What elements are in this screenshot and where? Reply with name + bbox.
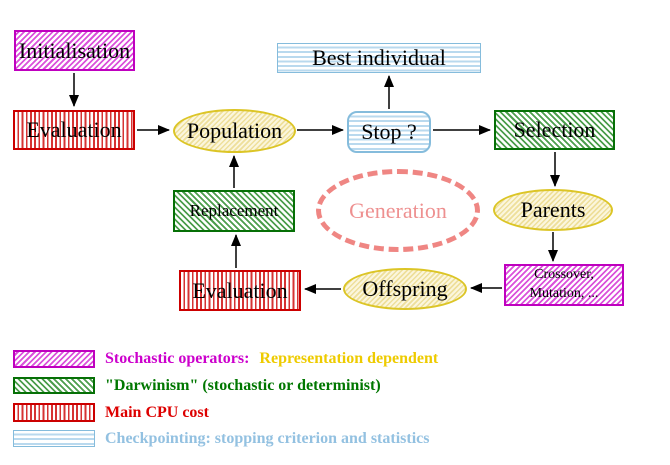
node-parents: Parents — [493, 189, 613, 231]
node-selection-label: Selection — [513, 117, 596, 142]
node-replacement: Replacement — [173, 190, 295, 232]
legend-cpu-label: Main CPU cost — [105, 404, 209, 421]
node-evaluation-top: Evaluation — [13, 110, 135, 150]
node-initialisation-label: Initialisation — [18, 37, 131, 63]
node-best-individual: Best individual — [277, 43, 481, 73]
node-best-individual-label: Best individual — [312, 45, 446, 70]
node-population: Population — [173, 109, 296, 153]
node-initialisation: Initialisation — [14, 30, 135, 71]
node-evaluation-top-label: Evaluation — [26, 117, 122, 142]
legend-darwinism-label: "Darwinism" (stochastic or determinist) — [105, 377, 381, 394]
node-population-label: Population — [186, 118, 283, 143]
node-crossover-mutation-label: Crossover, Mutation, ... — [529, 267, 599, 301]
generation-label: Generation — [349, 197, 447, 223]
node-parents-label: Parents — [520, 197, 586, 222]
generation-ellipse: Generation — [316, 169, 480, 252]
legend-swatch-checkpointing — [13, 430, 95, 447]
node-offspring-label: Offspring — [362, 276, 448, 301]
node-replacement-label: Replacement — [189, 201, 279, 220]
legend-row-stochastic: Stochastic operators: Representation depe… — [105, 350, 438, 368]
node-evaluation-bottom: Evaluation — [179, 270, 301, 311]
legend-swatch-darwinism — [13, 377, 95, 394]
node-selection: Selection — [494, 110, 615, 150]
node-crossover-mutation: Crossover, Mutation, ... — [504, 264, 624, 306]
legend-stochastic-label: Stochastic operators: — [105, 350, 250, 367]
node-evaluation-bottom-label: Evaluation — [192, 277, 288, 303]
node-stop: Stop ? — [347, 111, 431, 153]
node-stop-label: Stop ? — [361, 119, 417, 144]
node-offspring: Offspring — [343, 268, 467, 310]
legend-swatch-stochastic — [13, 350, 95, 368]
legend-checkpointing-label: Checkpointing: stopping criterion and st… — [105, 430, 430, 447]
legend-stochastic-note: Representation dependent — [259, 350, 439, 367]
legend-swatch-cpu — [13, 403, 95, 422]
